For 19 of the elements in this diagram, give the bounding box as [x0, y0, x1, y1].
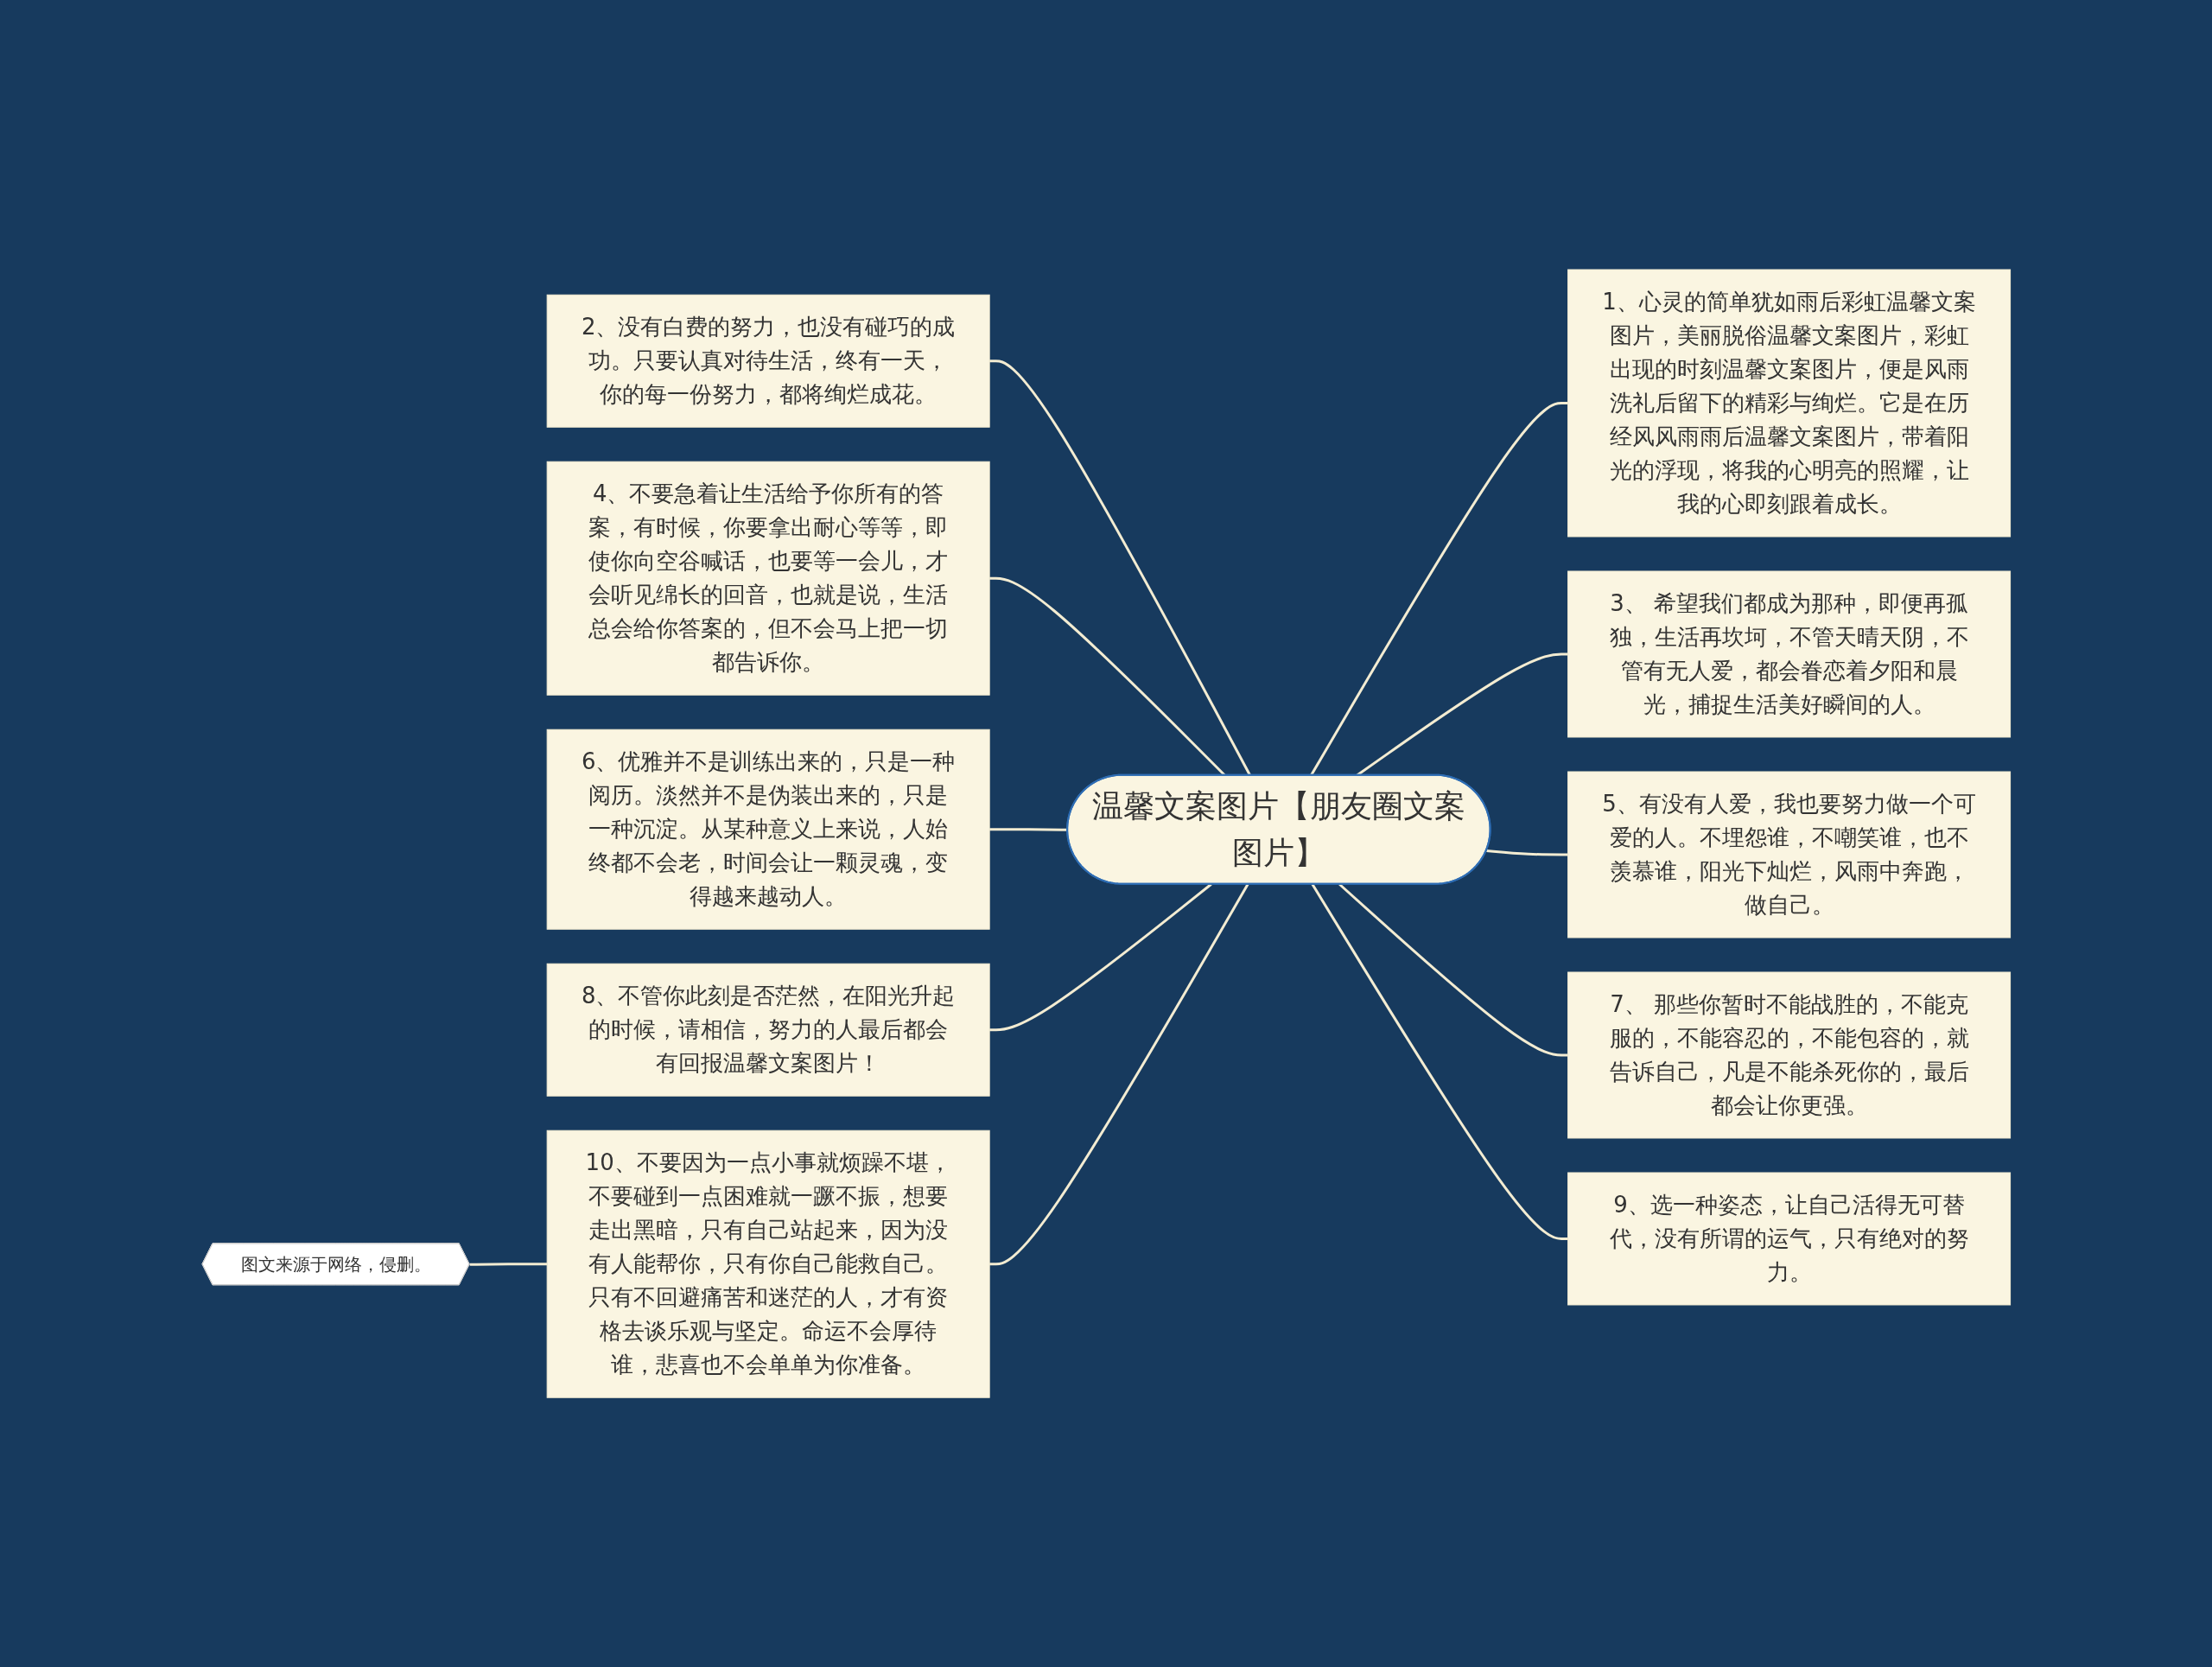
connector [1311, 883, 1568, 1240]
node-box: 8、不管你此刻是否茫然，在阳光升起的时候，请相信，努力的人最后都会有回报温馨文案图片！ [546, 963, 990, 1097]
connector [988, 359, 1251, 776]
node-box: 10、不要因为一点小事就烦躁不堪，不要碰到一点困难就一蹶不振，想要走出黑暗，只有自己站起来，因为没有人能帮你，只有你自己能救自己。只有不回避痛苦和迷茫的人，才有资格去谈乐观与坚定。命运不会厚待谁，悲喜也不会单单为你准备。 [546, 1129, 990, 1398]
node-box: 3、 希望我们都成为那种，即便再孤独，生活再坎坷，不管天晴天阴，不管有无人爱，都会眷恋着夕阳和晨光，捕捉生活美好瞬间的人。 [1567, 570, 2011, 738]
node-box: 2、没有白费的努力，也没有碰巧的成功。只要认真对待生活，终有一天，你的每一份努力，都将绚烂成花。 [546, 294, 990, 428]
node-box: 4、不要急着让生活给予你所有的答案，有时候，你要拿出耐心等等，即使你向空谷喊话，也要等一会儿，才会听见绵长的回音，也就是说，生活总会给你答案的，但不会马上把一切都告诉你。 [546, 461, 990, 696]
connector [1485, 849, 1568, 856]
node-box: 9、选一种姿态，让自己活得无可替代，没有所谓的运气，只有绝对的努力。 [1567, 1172, 2011, 1306]
connector [1309, 401, 1568, 776]
connector [988, 828, 1068, 831]
node-box: 5、有没有人爱，我也要努力做一个可爱的人。不埋怨谁，不嘲笑谁，也不羡慕谁，阳光下灿烂，风雨中奔跑，做自己。 [1567, 771, 2011, 938]
connector [469, 1263, 547, 1266]
connector [988, 882, 1212, 1032]
node-box: 7、 那些你暂时不能战胜的，不能克服的，不能容忍的，不能包容的，就告诉自己，凡是不能杀死你的，最后都会让你更强。 [1567, 971, 2011, 1139]
node-box: 1、心灵的简单犹如雨后彩虹温馨文案图片，美丽脱俗温馨文案图片，彩虹出现的时刻温馨文案图片，便是风雨洗礼后留下的精彩与绚烂。它是在历经风风雨雨后温馨文案图片，带着阳光的浮现，将我的心明亮的照耀，让我的心即刻跟着成长。 [1567, 269, 2011, 538]
node-box: 6、优雅并不是训练出来的，只是一种阅历。淡然并不是伪装出来的，只是一种沉淀。从某种意义上来说，人始终都不会老，时间会让一颗灵魂，变得越来越动人。 [546, 729, 990, 930]
connector [1338, 883, 1568, 1057]
connector [988, 883, 1249, 1266]
